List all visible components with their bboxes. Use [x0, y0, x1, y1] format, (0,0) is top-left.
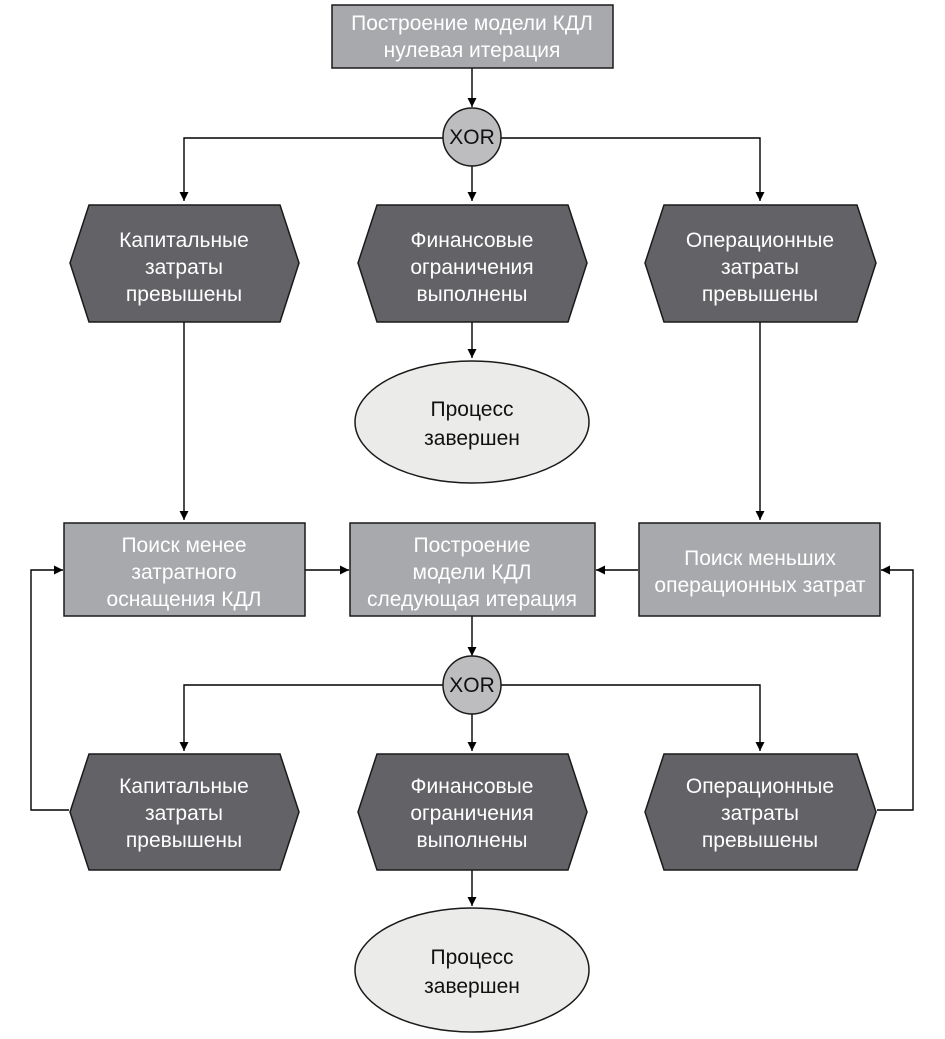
function-next-iteration: Построение модели КДЛ следующая итерация [349, 522, 596, 617]
end-top-line-1: Процесс [431, 398, 514, 421]
end-top-line-2: завершен [424, 427, 520, 450]
end-event-top: Процесс завершен [354, 360, 590, 484]
search-capital-line-2: затратного [131, 561, 236, 584]
event-financial-2-line-1: Финансовые [411, 775, 534, 798]
end-event-bottom: Процесс завершен [354, 907, 590, 1033]
xor-connector-bottom: XOR [442, 655, 502, 715]
connectors [30, 68, 914, 906]
event-financial-met-2: Финансовые ограничения выполнены [357, 753, 588, 871]
arrow-xor-bottom-to-left-event [179, 684, 443, 751]
event-capital-1-line-3: превышены [126, 283, 242, 306]
search-capital-line-1: Поиск менее [121, 534, 246, 557]
event-operational-2-line-1: Операционные [686, 775, 834, 798]
event-operational-2-line-3: превышены [702, 829, 818, 852]
xor-top-label: XOR [449, 126, 495, 149]
event-financial-1-line-1: Финансовые [411, 229, 534, 252]
event-operational-1-line-1: Операционные [686, 229, 834, 252]
next-iteration-line-3: следующая итерация [367, 588, 577, 611]
event-operational-2-line-2: затраты [721, 802, 799, 825]
loop-left-event-to-search-capital [30, 565, 69, 811]
xor-connector-top: XOR [442, 107, 502, 167]
search-operational-line-2: операционных затрат [654, 574, 866, 597]
event-capital-2-line-3: превышены [126, 829, 242, 852]
event-financial-2-line-3: выполнены [416, 829, 527, 852]
event-financial-2-line-2: ограничения [410, 802, 533, 825]
search-operational-line-1: Поиск меньших [684, 547, 836, 570]
event-capital-1-line-2: затраты [145, 256, 223, 279]
function-search-cheaper-equipment: Поиск менее затратного оснащения КДЛ [63, 522, 306, 617]
arrow-xor-top-to-left-event [179, 137, 443, 201]
event-capital-1-line-1: Капитальные [119, 229, 249, 252]
start-function-box: Построение модели КДЛ нулевая итерация [331, 4, 614, 69]
next-iteration-line-1: Построение [414, 534, 531, 557]
event-financial-1-line-3: выполнены [416, 283, 527, 306]
next-iteration-line-2: модели КДЛ [413, 561, 532, 584]
event-operational-1-line-3: превышены [702, 283, 818, 306]
event-financial-1-line-2: ограничения [410, 256, 533, 279]
event-financial-met-1: Финансовые ограничения выполнены [357, 204, 588, 323]
event-operational-exceeded-1: Операционные затраты превышены [644, 204, 877, 323]
end-bottom-line-1: Процесс [431, 946, 514, 969]
xor-bottom-label: XOR [449, 674, 495, 697]
start-box-line-2: нулевая итерация [384, 39, 561, 62]
event-capital-exceeded-1: Капитальные затраты превышены [69, 204, 300, 323]
loop-right-event-to-search-operational [877, 565, 914, 811]
function-search-lower-operational-costs: Поиск меньших операционных затрат [638, 522, 881, 617]
arrow-xor-top-to-right-event [501, 137, 765, 201]
event-operational-1-line-2: затраты [721, 256, 799, 279]
event-capital-2-line-2: затраты [145, 802, 223, 825]
arrow-xor-bottom-to-right-event [501, 684, 765, 751]
event-capital-exceeded-2: Капитальные затраты превышены [69, 753, 300, 871]
event-operational-exceeded-2: Операционные затраты превышены [644, 753, 877, 871]
event-capital-2-line-1: Капитальные [119, 775, 249, 798]
end-bottom-line-2: завершен [424, 975, 520, 998]
search-capital-line-3: оснащения КДЛ [107, 588, 262, 611]
start-box-line-1: Построение модели КДЛ [351, 12, 593, 35]
